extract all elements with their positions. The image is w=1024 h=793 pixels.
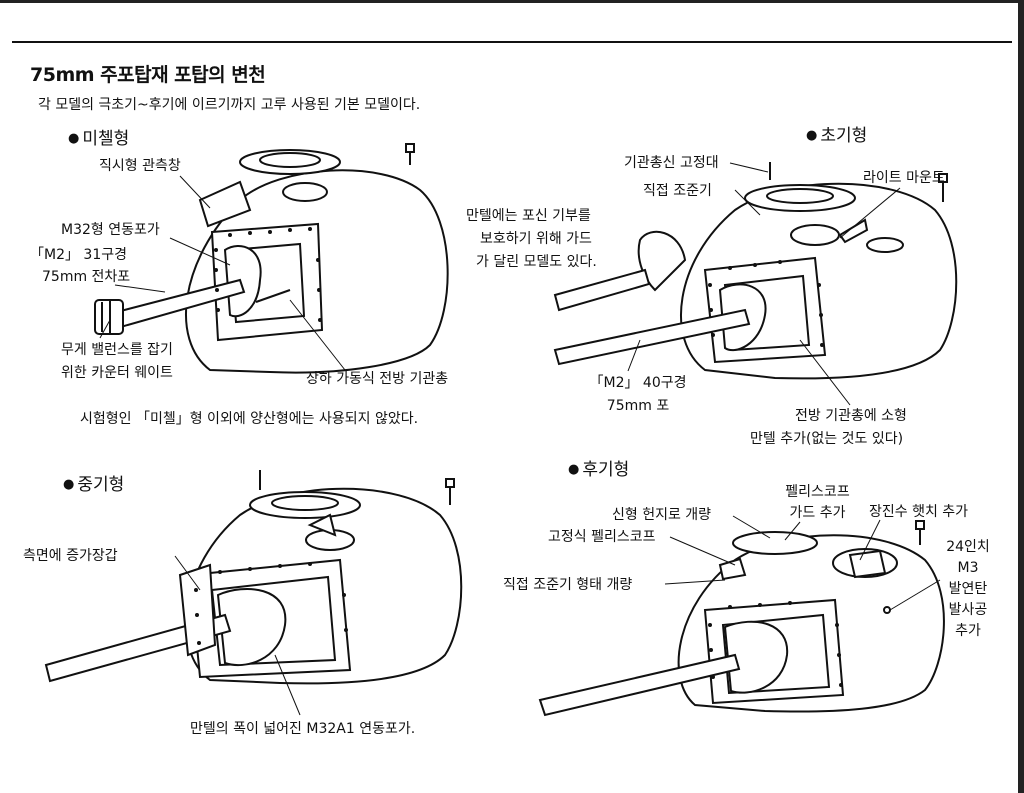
label-side-armor: 측면에 증가장갑: [23, 548, 118, 564]
label-sight-improved: 직접 조준기 형태 개량: [503, 577, 633, 593]
early-turret-illustration: [553, 162, 958, 380]
label-light-mount: 라이트 마운트: [863, 170, 945, 186]
michel-turret-illustration: [94, 143, 449, 374]
label-gun-line2: 75mm 전차포: [42, 269, 131, 285]
label-early-gun-line1: 「M2」 40구경: [589, 375, 687, 391]
heading-text: 미첼형: [82, 129, 130, 149]
header-rule: [12, 41, 1012, 43]
heading-text: 중기형: [77, 475, 125, 495]
label-early-gun-line2: 75mm 포: [606, 398, 670, 414]
page-title: 75mm 주포탑재 포탑의 변천: [30, 64, 266, 86]
label-periscope: 직시형 관측창: [99, 158, 181, 174]
label-guard-line1: 펠리스코프: [785, 484, 850, 500]
label-fixed-periscope: 고정식 펠리스코프: [548, 529, 656, 545]
label-smoke-line2: M3: [957, 560, 979, 576]
label-direct-sight: 직접 조준기: [643, 183, 712, 199]
label-counterweight-line1: 무게 밸런스를 잡기: [61, 342, 173, 358]
label-smoke-line4: 발사공: [948, 602, 988, 618]
section-heading-late: ●후기형: [568, 455, 629, 480]
bullet-icon: ●: [68, 131, 80, 146]
late-turret-illustration: [538, 520, 945, 717]
label-gun-line1: 「M2」 31구경: [30, 247, 128, 263]
heading-text: 후기형: [582, 460, 630, 480]
heading-text: 초기형: [820, 126, 868, 146]
section-heading-mid: ●중기형: [63, 470, 124, 495]
label-counterweight-line2: 위한 카운터 웨이트: [61, 365, 173, 381]
label-small-mantlet-line2: 만텔 추가(없는 것도 있다): [750, 431, 904, 447]
label-hatch: 장진수 햇치 추가: [869, 504, 969, 520]
intro-text: 각 모델의 극초기~후기에 이르기까지 고루 사용된 기본 모델이다.: [38, 97, 421, 113]
label-mantlet-note-line2: 보호하기 위해 가드: [480, 231, 592, 247]
mid-turret-illustration: [44, 470, 463, 685]
label-mantlet-note-line3: 가 달린 모델도 있다.: [476, 254, 597, 270]
bullet-icon: ●: [806, 128, 818, 143]
bullet-icon: ●: [568, 462, 580, 477]
section-heading-early: ●초기형: [806, 121, 867, 146]
label-mg-mount: 기관총신 고정대: [624, 155, 719, 171]
label-guard-line2: 가드 추가: [789, 505, 846, 521]
label-smoke-line5: 추가: [955, 623, 981, 639]
label-smoke-line3: 발연탄: [948, 581, 988, 597]
label-new-sight: 신형 헌지로 개량: [612, 507, 712, 523]
caption-michel: 시험형인 「미첼」형 이외에 양산형에는 사용되지 않았다.: [80, 411, 419, 427]
bullet-icon: ●: [63, 477, 75, 492]
page-edge-top: [0, 0, 1024, 3]
label-m32-mount: M32형 연동포가: [61, 222, 160, 238]
label-smoke-line1: 24인치: [946, 539, 990, 555]
caption-mid: 만텔의 폭이 넓어진 M32A1 연동포가.: [190, 721, 416, 737]
page-edge-right: [1018, 0, 1024, 793]
section-heading-michel: ●미첼형: [68, 124, 129, 149]
label-bow-mg: 상하 가동식 전방 기관총: [306, 371, 449, 387]
label-mantlet-note-line1: 만텔에는 포신 기부를: [466, 208, 591, 224]
label-small-mantlet-line1: 전방 기관총에 소형: [795, 408, 907, 424]
